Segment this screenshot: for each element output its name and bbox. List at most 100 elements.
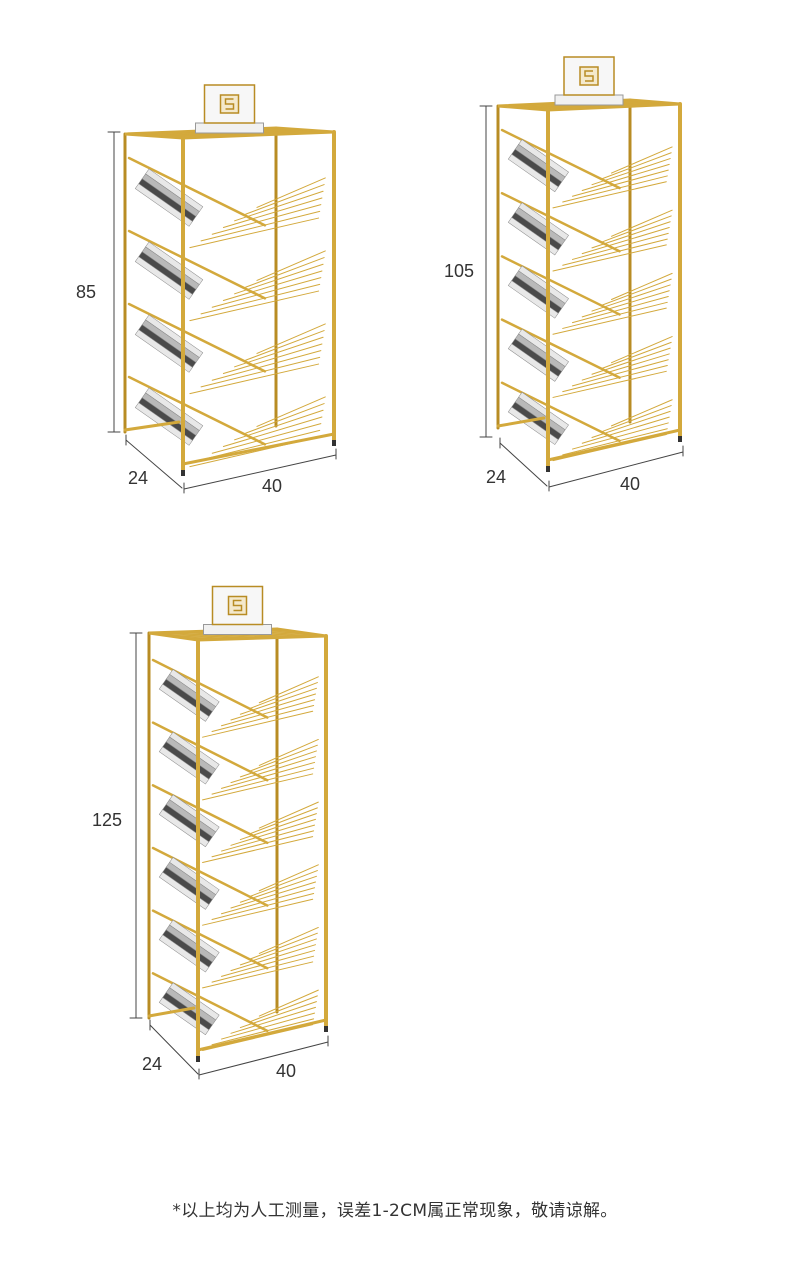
tier-wire [258,864,319,892]
book-stack [134,168,204,227]
front-base-bar [196,1018,328,1052]
tier-wire [211,893,315,920]
tier-wire [230,693,316,721]
tier-wire [552,370,667,398]
book [507,280,559,319]
tier-wire [221,949,316,977]
side-base-bar [496,416,546,428]
tier-wire [202,961,314,989]
tier-wire [245,330,325,361]
book [507,406,559,445]
glass-cube-decor-icon [563,56,615,96]
tier-wire [572,232,669,260]
tier-rail [151,846,269,907]
tier-wire [189,290,320,322]
tier-wire [249,682,318,709]
tier-wire [200,356,321,388]
tier-wire [562,365,668,393]
tier-wire [258,676,319,704]
top-slat [177,632,307,638]
tier-rail [127,302,267,373]
foot [324,1026,328,1032]
tier-rail [151,909,269,970]
tier-wire [211,705,315,732]
book-stack [134,241,204,300]
shelf-medium-5-tier [479,56,684,492]
tier-wire [239,938,317,966]
tier-wire [245,184,325,215]
tier-wire [234,336,324,368]
tier-wire [249,995,318,1023]
tier-wire [601,278,672,306]
tier-wire [202,836,314,864]
front-base-bar [181,432,336,466]
book [134,183,193,227]
tier-wire [202,898,314,926]
book [134,329,193,373]
tier-wire [611,272,673,300]
tier-wire [230,818,316,846]
tier-wire [234,263,324,295]
tier-wire [189,363,320,395]
top-slat [165,130,318,138]
cube-ornament-s [584,70,594,82]
tier-wire [221,824,316,852]
tier-wire [249,870,318,897]
tier-wire [221,1012,316,1040]
tier-wire [552,244,667,272]
tier-wire [222,343,323,375]
depth-label-small: 24 [128,468,149,488]
tier-wire [591,221,671,249]
tier-wire [256,177,326,208]
tier-wire [230,881,316,909]
book-stack [134,387,204,446]
tier-wire [581,163,670,191]
tier-rail [151,972,269,1033]
tier-wire [581,227,670,255]
tier-wire [572,169,669,197]
book [507,217,559,256]
top-slat [542,103,676,111]
tier-wire [230,944,316,972]
tier-wire [211,830,315,858]
width-label-large: 40 [276,1061,297,1081]
width-label-small: 40 [262,476,283,496]
tier-wire [258,989,319,1017]
depth-dimension-line [499,442,548,487]
depth-label-medium: 24 [486,467,507,487]
tier-wire [230,1006,316,1034]
tier-wire [189,217,320,249]
tier-wire [200,283,321,315]
tier-wire [581,290,670,318]
side-base-bar [123,420,181,432]
tier-wire [211,423,322,454]
tier-wire [230,756,316,784]
top-slat [176,131,329,139]
tier-wire [591,347,671,375]
foot [196,1056,200,1062]
tier-wire [211,204,322,235]
tier-wire [601,341,672,369]
tier-wire [256,396,326,427]
tier-wire [249,932,318,960]
side-base-bar [147,1006,196,1018]
glass-cube-decor-icon [211,585,264,626]
tier-wire [591,284,671,312]
tier-wire [222,197,323,229]
height-label-large: 125 [92,810,123,830]
top-book [554,94,624,106]
tier-wire [552,181,667,209]
tier-wire [256,250,326,281]
top-slat [170,130,323,138]
width-dimension-line [183,454,337,490]
tier-wire [611,209,673,237]
tier-wire [611,399,673,427]
tier-wire [249,744,318,772]
top-book [195,122,264,134]
cube-ornament-s [232,599,243,612]
tier-wire [572,359,669,387]
width-label-medium: 40 [620,474,641,494]
width-dimension-line [198,1041,329,1076]
tier-wire [601,405,672,433]
